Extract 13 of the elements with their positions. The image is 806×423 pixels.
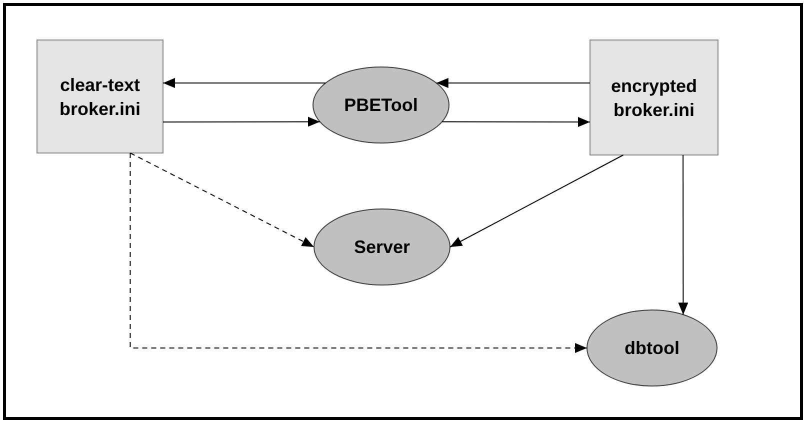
node-label: PBETool [343,94,419,117]
arrow [678,154,688,316]
node-label: clear-text broker.ini [58,74,142,120]
arrow [162,116,320,127]
arrow [162,78,326,88]
node-label: dbtool [624,337,680,360]
arrow [442,116,590,127]
arrow [436,78,590,88]
dashed-arrow [130,152,314,248]
node-label: encrypted broker.ini [610,74,698,122]
dashed-arrow [130,152,588,353]
node-label: Server [352,236,412,259]
arrow [450,154,624,248]
